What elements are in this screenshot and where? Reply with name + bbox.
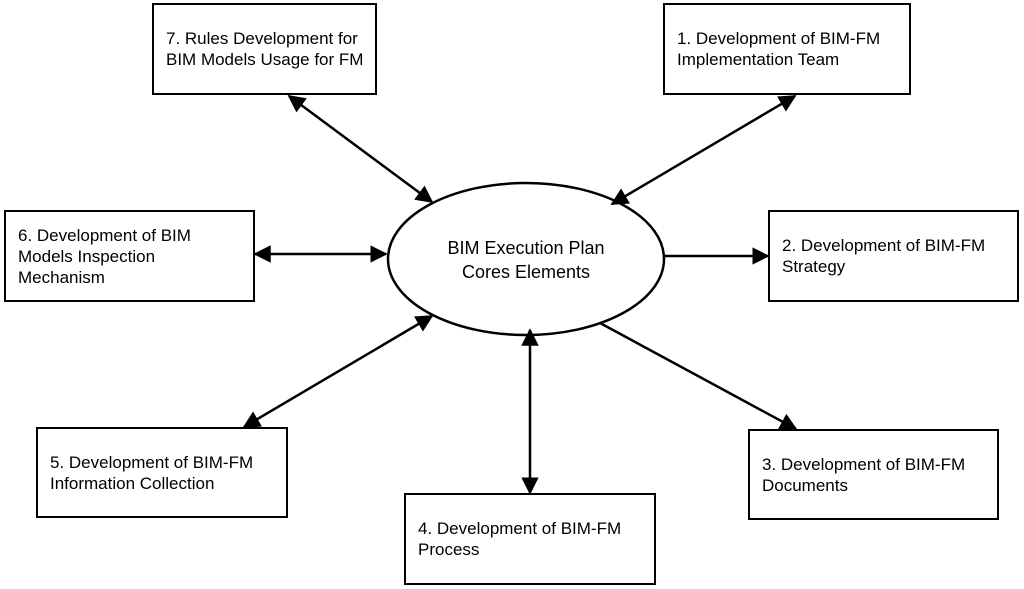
arrow-center-to-node-5 (242, 314, 434, 429)
node-3-line-1: 3. Development of BIM-FM (762, 454, 966, 474)
node-1-line-1: 1. Development of BIM-FM (677, 29, 881, 48)
node-4-line-1: 4. Development of BIM-FM (418, 519, 622, 538)
arrow-center-to-node-1 (610, 94, 797, 206)
node-6-line-1: 6. Development of BIM (18, 225, 191, 245)
node-3-documents: 3. Development of BIM-FM Documents (748, 429, 999, 520)
node-2-line-1: 2. Development of BIM-FM (782, 236, 986, 255)
node-1-line-2: Implementation Team (677, 50, 840, 69)
node-4-process: 4. Development of BIM-FM Process (404, 493, 656, 585)
node-7-rules-development: 7. Rules Development for BIM Models Usag… (152, 3, 377, 95)
node-5-information-collection: 5. Development of BIM-FM Information Col… (36, 427, 288, 518)
arrow-center-to-node-3 (599, 321, 798, 431)
center-label: BIM Execution Plan Cores Elements (396, 236, 656, 284)
node-7-line-2: BIM Models Usage for FM (166, 50, 364, 69)
node-3-line-2: Documents (762, 475, 848, 495)
node-2-strategy: 2. Development of BIM-FM Strategy (768, 210, 1019, 302)
center-label-line-1: BIM Execution Plan (447, 238, 605, 258)
node-7-line-1: 7. Rules Development for (166, 29, 358, 48)
center-label-line-2: Cores Elements (461, 262, 591, 282)
node-2-line-2: Strategy (782, 257, 846, 276)
node-6-line-2: Models Inspection (18, 246, 156, 266)
node-5-line-2: Information Collection (50, 473, 215, 493)
node-6-models-inspection: 6. Development of BIM Models Inspection … (4, 210, 255, 302)
arrow-center-to-node-7 (287, 94, 434, 204)
node-5-line-1: 5. Development of BIM-FM (50, 452, 254, 472)
node-4-line-2: Process (418, 540, 480, 559)
node-6-line-3: Mechanism (18, 267, 105, 287)
node-1-implementation-team: 1. Development of BIM-FM Implementation … (663, 3, 911, 95)
